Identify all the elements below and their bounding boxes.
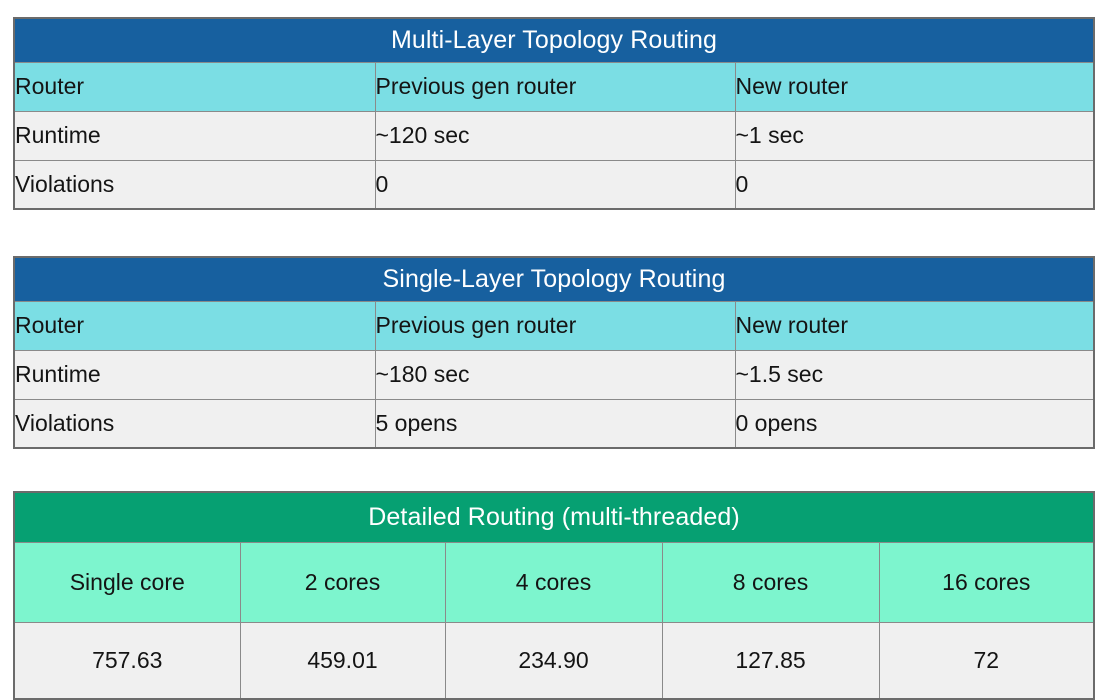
- table-header-row: Router Previous gen router New router: [13, 61, 1095, 112]
- column-header-2-cores: 2 cores: [239, 541, 446, 623]
- column-header-new-router: New router: [734, 61, 1095, 112]
- column-header-router: Router: [13, 61, 376, 112]
- table-row: Violations 5 opens 0 opens: [13, 398, 1095, 449]
- cell-violations-new-router: 0 opens: [734, 398, 1095, 449]
- row-label-runtime: Runtime: [13, 349, 376, 400]
- column-header-single-core: Single core: [13, 541, 241, 623]
- table-row: Runtime ~180 sec ~1.5 sec: [13, 349, 1095, 400]
- table-title-row: Multi-Layer Topology Routing: [14, 18, 1095, 62]
- column-header-router: Router: [13, 300, 376, 351]
- table-row: 757.63 459.01 234.90 127.85 72: [13, 621, 1095, 700]
- column-header-4-cores: 4 cores: [444, 541, 663, 623]
- cell-runtime-single-core: 757.63: [13, 621, 241, 700]
- row-label-violations: Violations: [13, 159, 376, 210]
- table-title-row: Detailed Routing (multi-threaded): [14, 492, 1095, 542]
- table-single-layer-topology-routing: Single-Layer Topology Routing Router Pre…: [13, 256, 1095, 449]
- row-label-violations: Violations: [13, 398, 376, 449]
- cell-runtime-2-cores: 459.01: [239, 621, 446, 700]
- table-row: Violations 0 0: [13, 159, 1095, 210]
- column-header-previous-gen-router: Previous gen router: [374, 300, 736, 351]
- column-header-16-cores: 16 cores: [878, 541, 1095, 623]
- cell-runtime-new-router: ~1 sec: [734, 110, 1095, 161]
- table-header-row: Single core 2 cores 4 cores 8 cores 16 c…: [13, 541, 1095, 623]
- cell-violations-previous-gen: 0: [374, 159, 736, 210]
- cell-runtime-4-cores: 234.90: [444, 621, 663, 700]
- cell-violations-new-router: 0: [734, 159, 1095, 210]
- table-title: Single-Layer Topology Routing: [14, 257, 1094, 301]
- cell-violations-previous-gen: 5 opens: [374, 398, 736, 449]
- cell-runtime-previous-gen: ~120 sec: [374, 110, 736, 161]
- table-title-row: Single-Layer Topology Routing: [14, 257, 1094, 301]
- cell-runtime-new-router: ~1.5 sec: [734, 349, 1095, 400]
- table-header-row: Router Previous gen router New router: [13, 300, 1095, 351]
- table-title: Multi-Layer Topology Routing: [14, 18, 1095, 62]
- cell-runtime-16-cores: 72: [878, 621, 1095, 700]
- cell-runtime-8-cores: 127.85: [661, 621, 880, 700]
- column-header-new-router: New router: [734, 300, 1095, 351]
- cell-runtime-previous-gen: ~180 sec: [374, 349, 736, 400]
- table-title: Detailed Routing (multi-threaded): [14, 492, 1095, 542]
- table-multi-layer-topology-routing: Multi-Layer Topology Routing Router Prev…: [13, 17, 1096, 210]
- column-header-8-cores: 8 cores: [661, 541, 880, 623]
- row-label-runtime: Runtime: [13, 110, 376, 161]
- table-row: Runtime ~120 sec ~1 sec: [13, 110, 1095, 161]
- column-header-previous-gen-router: Previous gen router: [374, 61, 736, 112]
- table-detailed-routing-multi-threaded: Detailed Routing (multi-threaded) Single…: [13, 491, 1096, 700]
